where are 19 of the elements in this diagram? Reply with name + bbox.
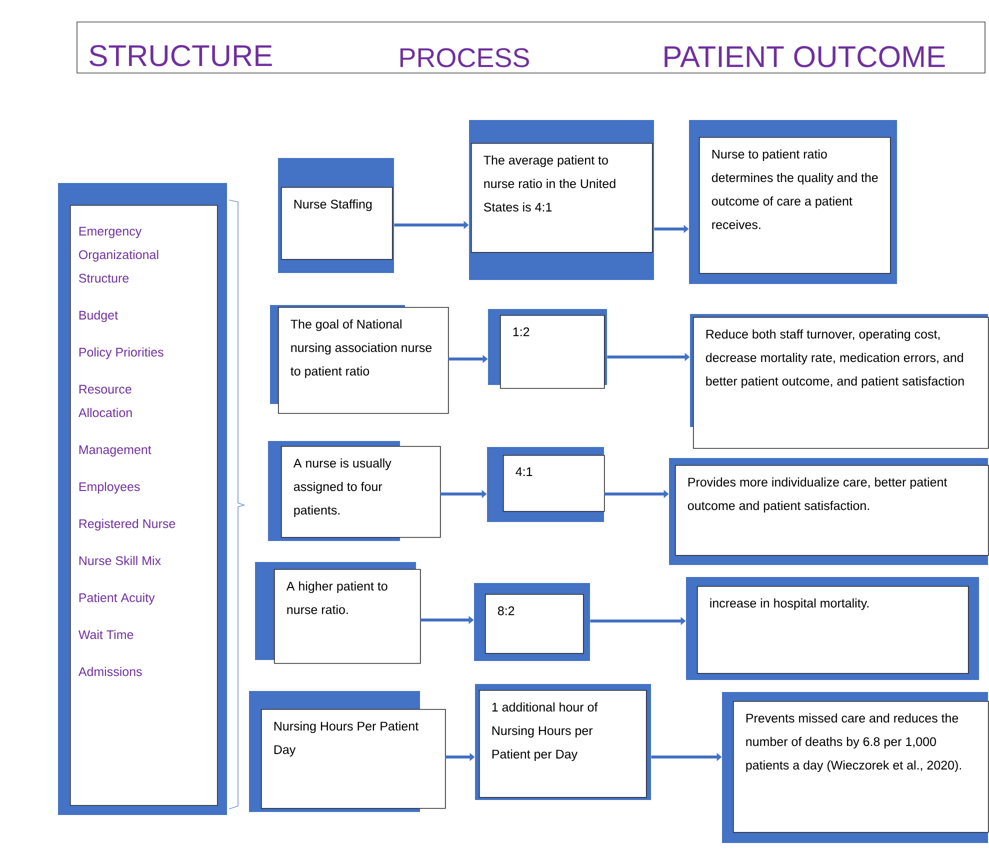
process-box: A nurse is usually assigned to four patients.: [268, 441, 441, 541]
process-box: increase in hospital mortality.: [686, 577, 979, 680]
process-box: The average patient to nurse ratio in the United States is 4:1: [469, 120, 654, 280]
process-box: The goal of National nursing association nurse to patient ratio: [270, 305, 449, 414]
process-box: Reduce both staff turnover, operating cost, decrease mortality rate, medication errors, and better patient outcome, and patient satisfaction: [690, 314, 989, 449]
process-box: A higher patient to nurse ratio.: [255, 562, 421, 664]
list-panel: Emergency Organizational Structure Budget Policy Priorities Resource Allocation Management Employees Registered Nurse Nurse Skill Mix Patient Acuity Wait Time Admissions: [58, 183, 227, 815]
process-box: Nursing Hours Per Patient Day: [249, 691, 446, 812]
process-box: Nurse to patient ratio determines the quality and the outcome of care a patient receives.: [689, 120, 897, 284]
process-box: Nurse Staffing: [278, 158, 394, 273]
column-heading: STRUCTURE: [90, 45, 272, 66]
column-heading: PROCESS: [400, 48, 529, 68]
process-box: 1:2: [488, 309, 607, 389]
column-heading: PATIENT OUTCOME: [664, 46, 945, 68]
process-box: 8:2: [474, 583, 590, 661]
process-box: Provides more individualize care, better patient outcome and patient satisfaction.: [669, 458, 989, 565]
process-box: Prevents missed care and reduces the number of deaths by 6.8 per 1,000 patients a day (Wieczorek et al., 2020).: [722, 692, 989, 843]
process-box: 1 additional hour of Nursing Hours per Patient per Day: [475, 684, 651, 800]
process-box: 4:1: [487, 447, 605, 522]
